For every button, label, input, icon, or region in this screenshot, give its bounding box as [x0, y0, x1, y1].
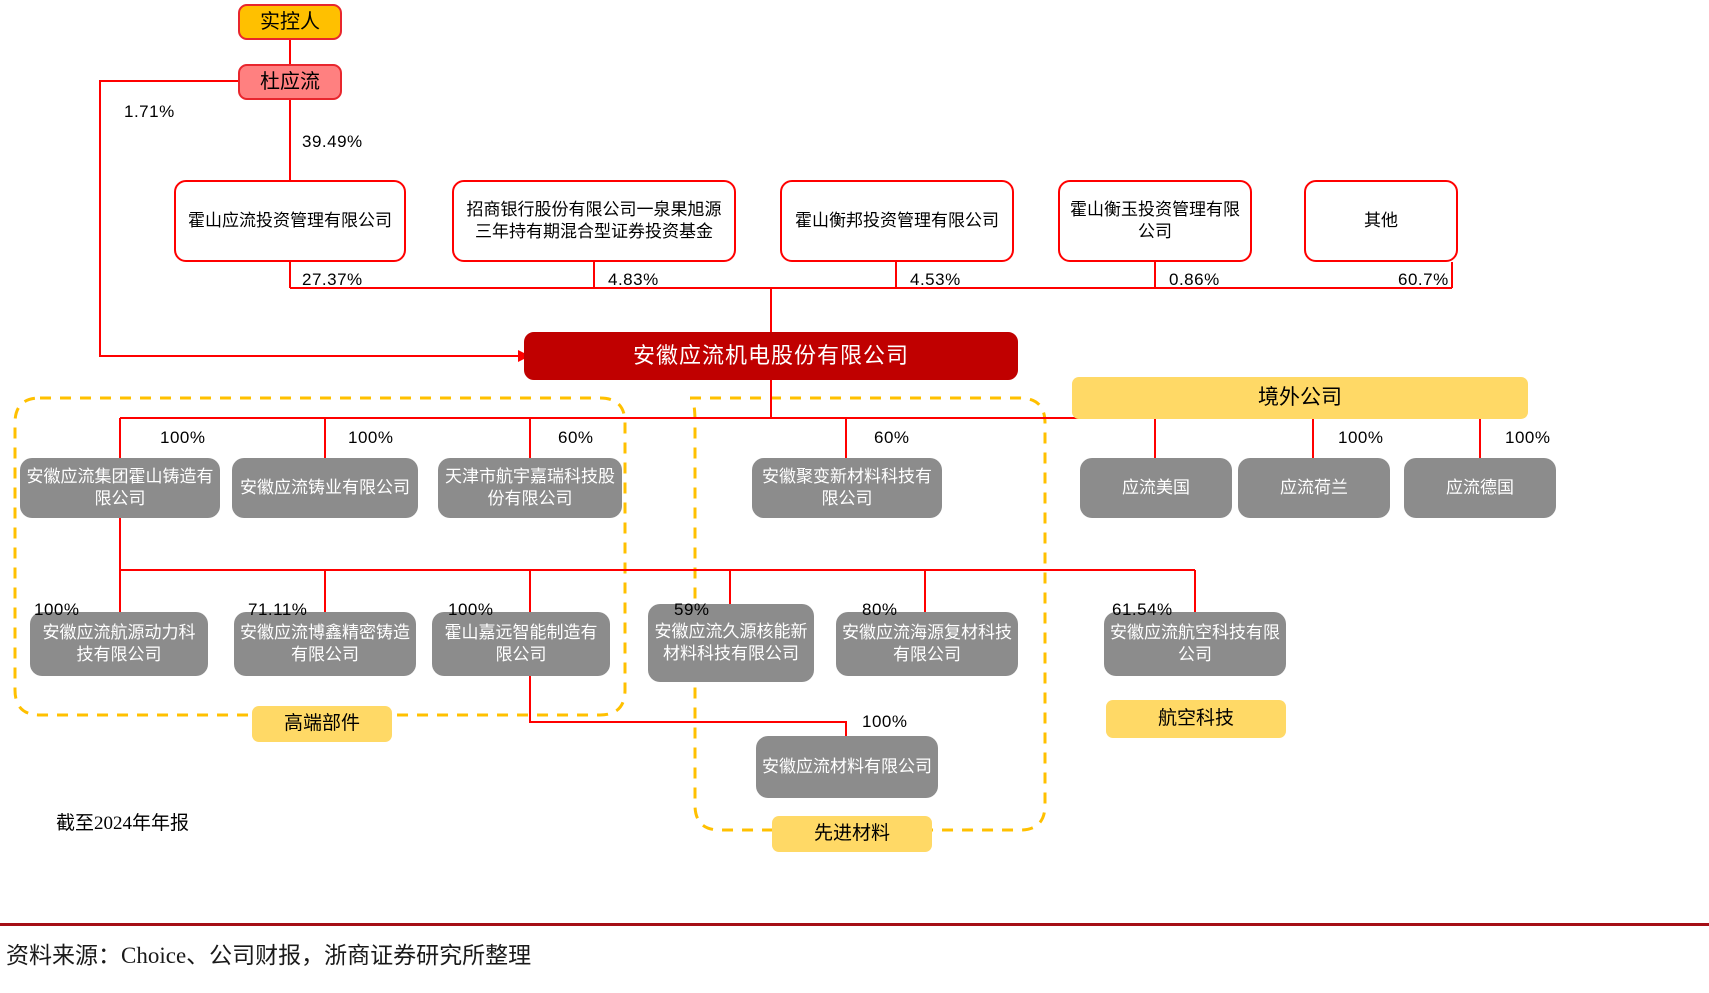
- pct-tier2-3: 100%: [448, 600, 494, 619]
- node-label: 先进材料: [813, 823, 890, 845]
- node-label: 实控人: [260, 10, 320, 33]
- node-label: 安徽应流航空科技有限公司: [1110, 622, 1280, 664]
- node-sub-hangyuan-power[interactable]: 安徽应流航源动力科技有限公司: [30, 612, 208, 676]
- node-shareholder-hengyu[interactable]: 霍山衡玉投资管理有限公司: [1058, 180, 1252, 262]
- node-label: 安徽应流集团霍山铸造有限公司: [26, 466, 214, 508]
- node-label: 杜应流: [260, 70, 320, 93]
- pct-tier1-3: 60%: [558, 428, 594, 447]
- node-sub-yingliu-usa[interactable]: 应流美国: [1080, 458, 1232, 518]
- pct-shareholder-4: 0.86%: [1169, 270, 1220, 289]
- node-label: 安徽应流久源核能新材料科技有限公司: [654, 621, 808, 663]
- node-label: 航空科技: [1157, 708, 1234, 730]
- pct-person-direct: 1.71%: [124, 102, 175, 121]
- pct-shareholder-3: 4.53%: [910, 270, 961, 289]
- node-sub-aviation-technology[interactable]: 安徽应流航空科技有限公司: [1104, 612, 1286, 676]
- pct-tier1-6: 100%: [1338, 428, 1384, 447]
- pct-tier2-2: 71.11%: [248, 600, 308, 619]
- node-label: 安徽应流材料有限公司: [762, 756, 932, 776]
- tag-high-end-components[interactable]: 高端部件: [252, 706, 392, 742]
- node-shareholder-huoshan-yingliu-investment[interactable]: 霍山应流投资管理有限公司: [174, 180, 406, 262]
- node-label: 霍山衡邦投资管理有限公司: [795, 210, 999, 230]
- link-jiayuan-materials: [529, 676, 847, 736]
- pct-person-to-holder1: 39.49%: [302, 132, 363, 151]
- node-sub-yingliu-germany[interactable]: 应流德国: [1404, 458, 1556, 518]
- node-sub-yingliu-foundry[interactable]: 安徽应流铸业有限公司: [232, 458, 418, 518]
- pct-shareholder-1: 27.37%: [302, 270, 363, 289]
- source-divider: [0, 923, 1709, 926]
- node-overseas-banner[interactable]: 境外公司: [1072, 377, 1528, 419]
- node-sub-haiyuan-composite[interactable]: 安徽应流海源复材科技有限公司: [836, 612, 1018, 676]
- source-note: 资料来源：Choice、公司财报，浙商证券研究所整理: [6, 943, 532, 968]
- node-sub-jubian-new-material[interactable]: 安徽聚变新材料科技有限公司: [752, 458, 942, 518]
- pct-tier1-2: 100%: [348, 428, 394, 447]
- node-actual-controller[interactable]: 实控人: [238, 4, 342, 40]
- node-label: 招商银行股份有限公司一泉果旭源三年持有期混合型证券投资基金: [466, 199, 722, 241]
- node-sub-jiayuan-intelligent[interactable]: 霍山嘉远智能制造有限公司: [432, 612, 610, 676]
- node-shareholder-others[interactable]: 其他: [1304, 180, 1458, 262]
- node-label: 霍山衡玉投资管理有限公司: [1070, 199, 1240, 241]
- node-shareholder-cmb-fund[interactable]: 招商银行股份有限公司一泉果旭源三年持有期混合型证券投资基金: [452, 180, 736, 262]
- pct-tier2-5: 80%: [862, 600, 898, 619]
- pct-shareholder-2: 4.83%: [608, 270, 659, 289]
- pct-tier1-1: 100%: [160, 428, 206, 447]
- tag-advanced-materials[interactable]: 先进材料: [772, 816, 932, 852]
- node-shareholder-hengbang[interactable]: 霍山衡邦投资管理有限公司: [780, 180, 1014, 262]
- node-sub-yingliu-netherlands[interactable]: 应流荷兰: [1238, 458, 1390, 518]
- node-label: 高端部件: [283, 713, 360, 735]
- as-of-note: 截至2024年年报: [56, 813, 190, 834]
- node-sub-jiuyuan-nuclear[interactable]: 安徽应流久源核能新材料科技有限公司: [648, 604, 814, 682]
- node-label: 安徽聚变新材料科技有限公司: [762, 466, 932, 508]
- node-person-duyingliu[interactable]: 杜应流: [238, 64, 342, 100]
- node-main-company[interactable]: 安徽应流机电股份有限公司: [524, 332, 1018, 380]
- pct-tier1-7: 100%: [1505, 428, 1551, 447]
- pct-tier2-4: 59%: [674, 600, 710, 619]
- node-label: 天津市航宇嘉瑞科技股份有限公司: [445, 466, 615, 508]
- pct-shareholder-5: 60.7%: [1398, 270, 1449, 289]
- node-label: 其他: [1364, 210, 1398, 230]
- pct-tier1-4: 60%: [874, 428, 910, 447]
- node-label: 应流荷兰: [1280, 477, 1348, 497]
- node-label: 安徽应流博鑫精密铸造有限公司: [240, 622, 410, 664]
- node-sub-huoshan-casting[interactable]: 安徽应流集团霍山铸造有限公司: [20, 458, 220, 518]
- node-sub-tianjin-hangyu-jiarui[interactable]: 天津市航宇嘉瑞科技股份有限公司: [438, 458, 622, 518]
- tag-aviation-technology[interactable]: 航空科技: [1106, 700, 1286, 738]
- node-label: 应流美国: [1122, 477, 1190, 497]
- node-label: 安徽应流机电股份有限公司: [632, 343, 909, 369]
- pct-tier2-1: 100%: [34, 600, 80, 619]
- pct-tier3-1: 100%: [862, 712, 908, 731]
- node-label: 应流德国: [1446, 477, 1514, 497]
- node-label: 霍山应流投资管理有限公司: [188, 210, 392, 230]
- node-sub-yingliu-materials[interactable]: 安徽应流材料有限公司: [756, 736, 938, 798]
- pct-tier2-6: 61.54%: [1112, 600, 1173, 619]
- node-label: 霍山嘉远智能制造有限公司: [444, 622, 598, 664]
- node-sub-boxin-precision-casting[interactable]: 安徽应流博鑫精密铸造有限公司: [234, 612, 416, 676]
- node-label: 境外公司: [1258, 385, 1342, 410]
- node-label: 安徽应流海源复材科技有限公司: [842, 622, 1012, 664]
- node-label: 安徽应流航源动力科技有限公司: [42, 622, 196, 664]
- node-label: 安徽应流铸业有限公司: [240, 477, 410, 497]
